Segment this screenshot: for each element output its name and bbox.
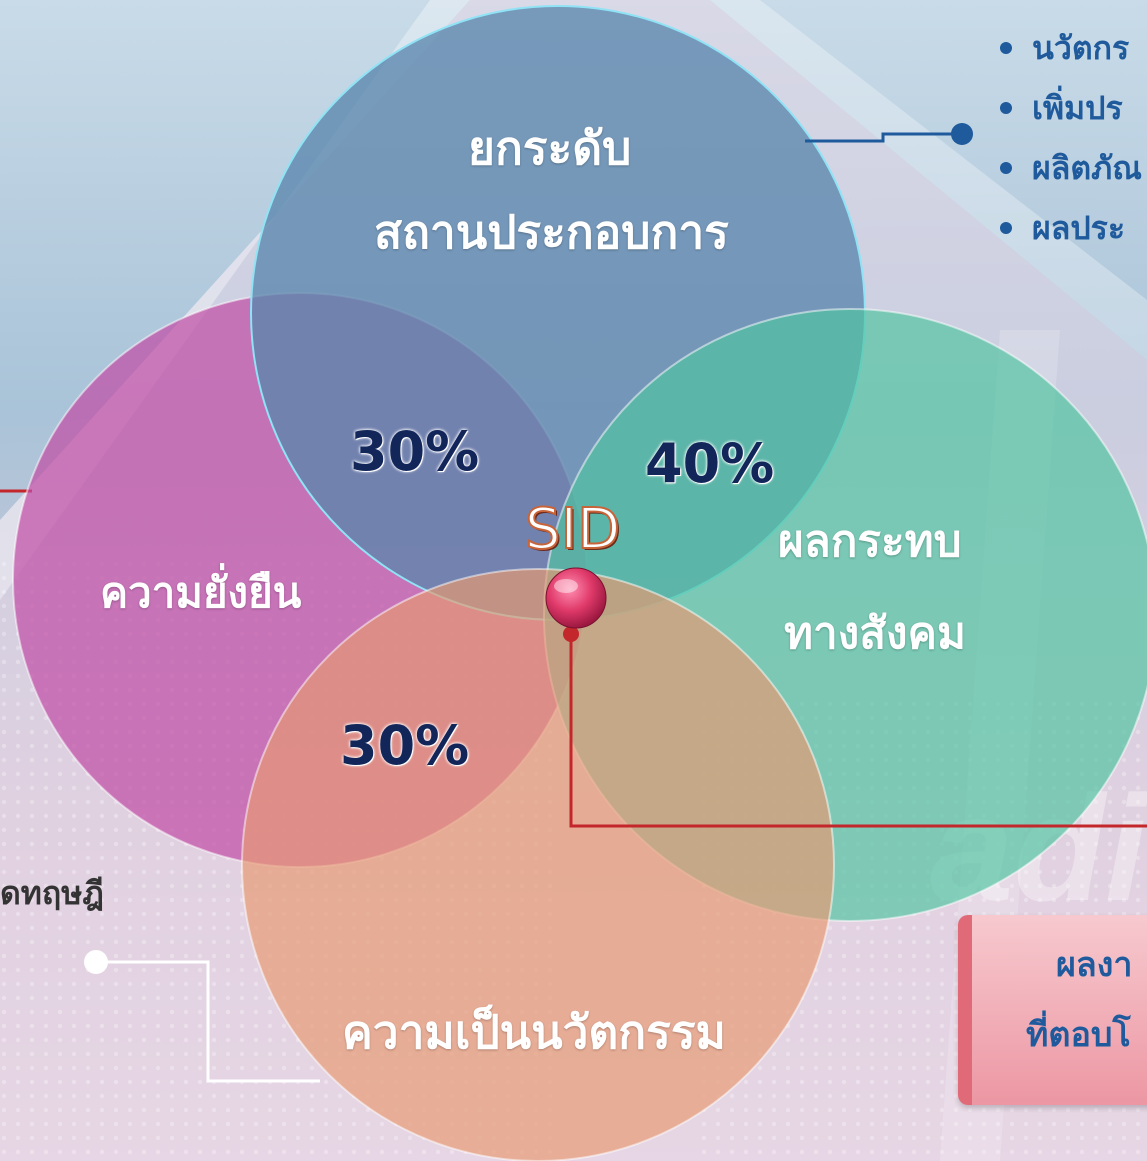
bullet-item: นวัตกร bbox=[1000, 18, 1142, 78]
result-line1: ผลงา bbox=[1056, 945, 1133, 985]
connector-top-right-dot bbox=[951, 123, 973, 145]
bullet-dot-icon bbox=[1000, 42, 1012, 54]
connector-center-right bbox=[569, 632, 1147, 828]
bullet-item: เพิ่มปร bbox=[1000, 78, 1142, 138]
label-sustainability: ความยั่งยืน bbox=[100, 568, 302, 617]
bullet-dot-icon bbox=[1000, 222, 1012, 234]
label-upgrade-line1: ยกระดับ bbox=[468, 121, 632, 175]
connector-bottom-left-dot bbox=[84, 950, 108, 974]
label-innovation: ความเป็นนวัตกรรม bbox=[342, 1005, 726, 1059]
bullet-dot-icon bbox=[1000, 102, 1012, 114]
label-social-impact-line1: ผลกระทบ bbox=[778, 516, 962, 567]
center-ball bbox=[545, 567, 607, 629]
bullet-list: นวัตกร เพิ่มปร ผลิตภัณ ผลประ bbox=[1000, 18, 1142, 258]
circle-innovation bbox=[241, 568, 835, 1161]
result-line2: ที่ตอบโ bbox=[1026, 1015, 1131, 1055]
bullet-item: ผลิตภัณ bbox=[1000, 138, 1142, 198]
bullet-item: ผลประ bbox=[1000, 198, 1142, 258]
connector-bottom-left bbox=[96, 960, 320, 1083]
percent-top-left: 30% bbox=[350, 420, 480, 483]
bullet-dot-icon bbox=[1000, 162, 1012, 174]
percent-top-right: 40% bbox=[645, 432, 775, 495]
percent-bottom-left: 30% bbox=[340, 714, 470, 777]
connector-top-right bbox=[805, 132, 960, 143]
connector-center-dot bbox=[563, 626, 579, 642]
theory-caption: ดทฤษฎี bbox=[0, 874, 104, 912]
result-scroll-box: ผลงา ที่ตอบโ bbox=[958, 915, 1147, 1105]
center-label-sid: SID bbox=[524, 496, 621, 563]
label-upgrade-line2: สถานประกอบการ bbox=[374, 205, 729, 259]
label-social-impact-line2: ทางสังคม bbox=[784, 608, 966, 659]
